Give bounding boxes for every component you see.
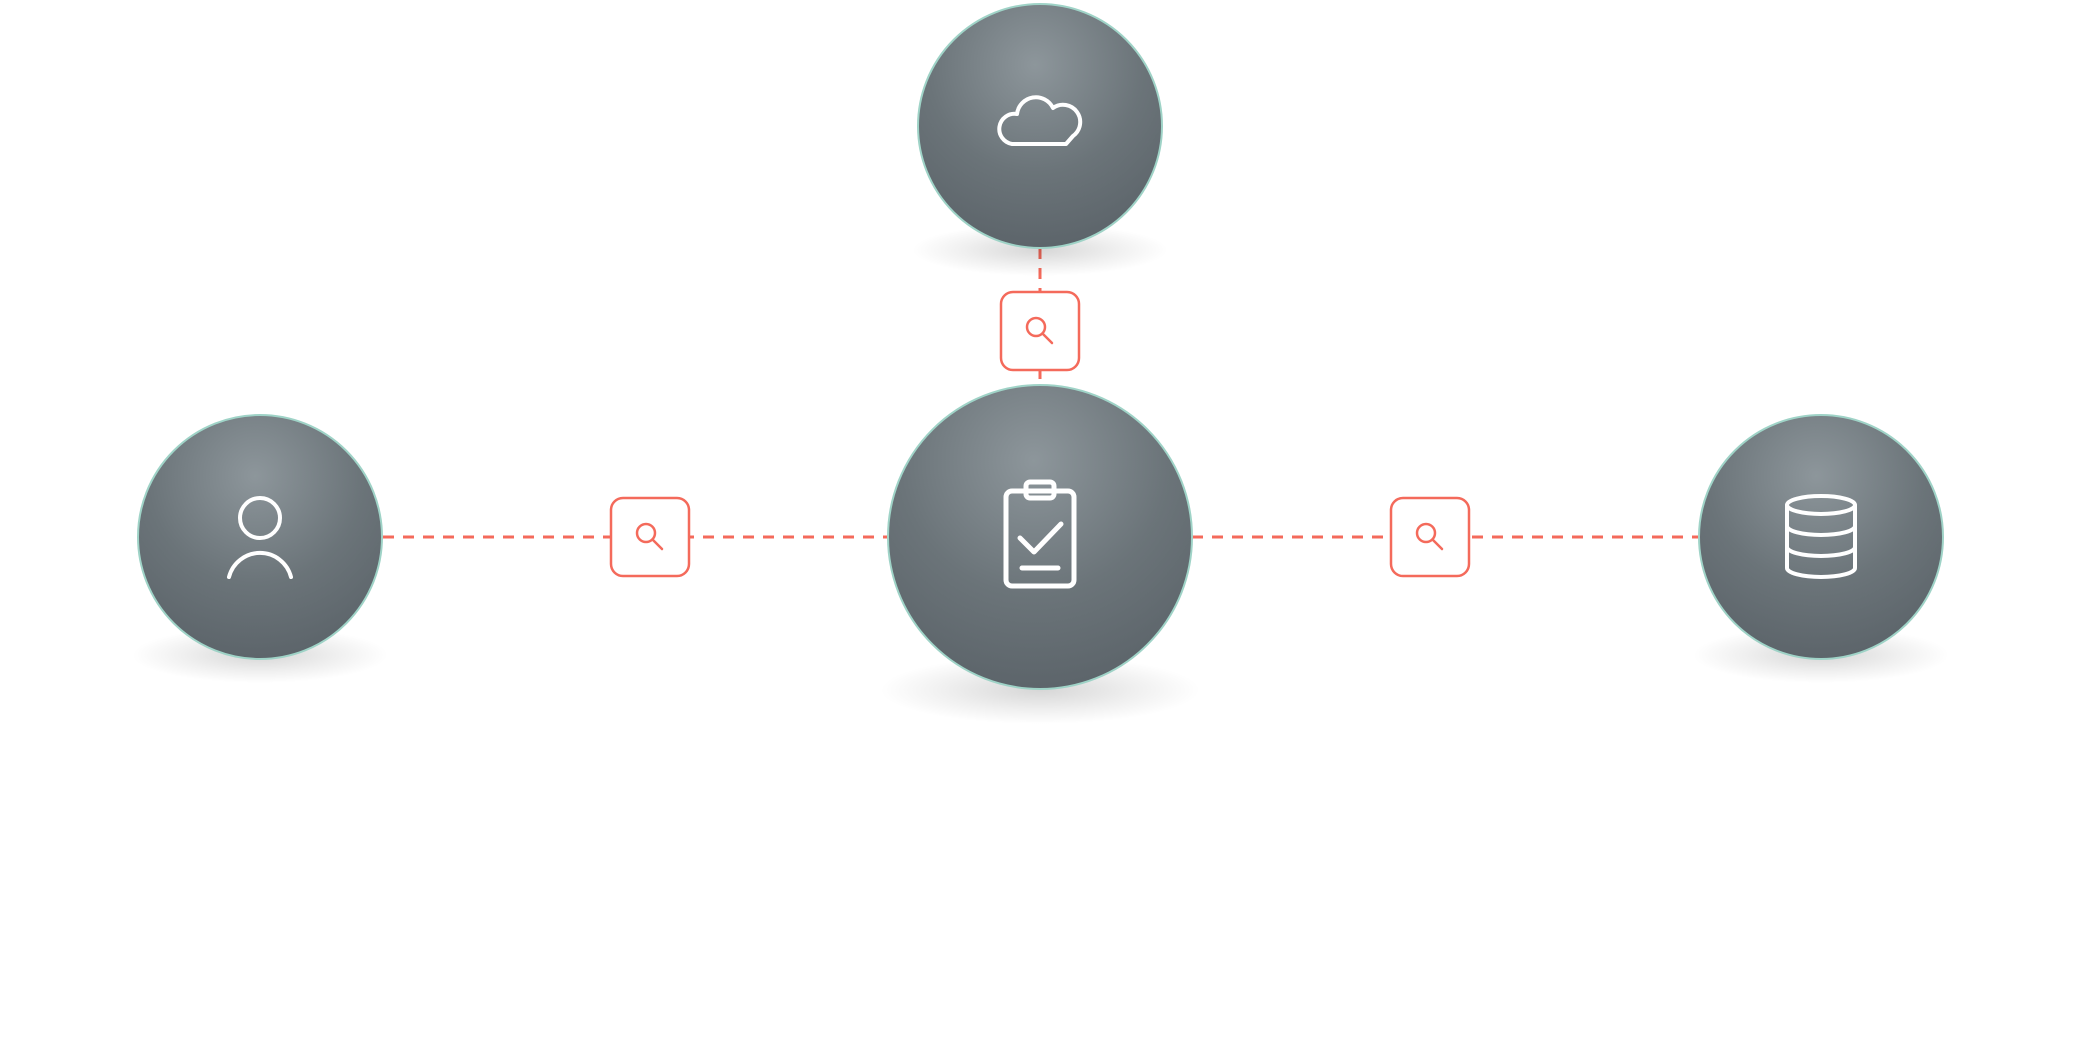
connector-user-clipboard[interactable] (609, 496, 691, 578)
cloud-icon (997, 95, 1083, 146)
search-icon (635, 522, 664, 551)
connector-badge (999, 290, 1081, 372)
search-icon (1025, 316, 1054, 345)
node-cloud[interactable] (917, 3, 1163, 249)
node-database[interactable] (1698, 414, 1944, 660)
user-icon (227, 496, 293, 579)
connector-badge (609, 496, 691, 578)
search-icon (1415, 522, 1444, 551)
node-cloud-sphere (917, 3, 1163, 249)
connector-clipboard-database[interactable] (1389, 496, 1471, 578)
node-user[interactable] (137, 414, 383, 660)
connector-badge (1389, 496, 1471, 578)
node-clipboard-sphere (887, 384, 1193, 690)
node-clipboard[interactable] (887, 384, 1193, 690)
connector-cloud-clipboard[interactable] (999, 290, 1081, 372)
clipboard-check-icon (1003, 479, 1077, 589)
database-icon (1785, 494, 1857, 579)
